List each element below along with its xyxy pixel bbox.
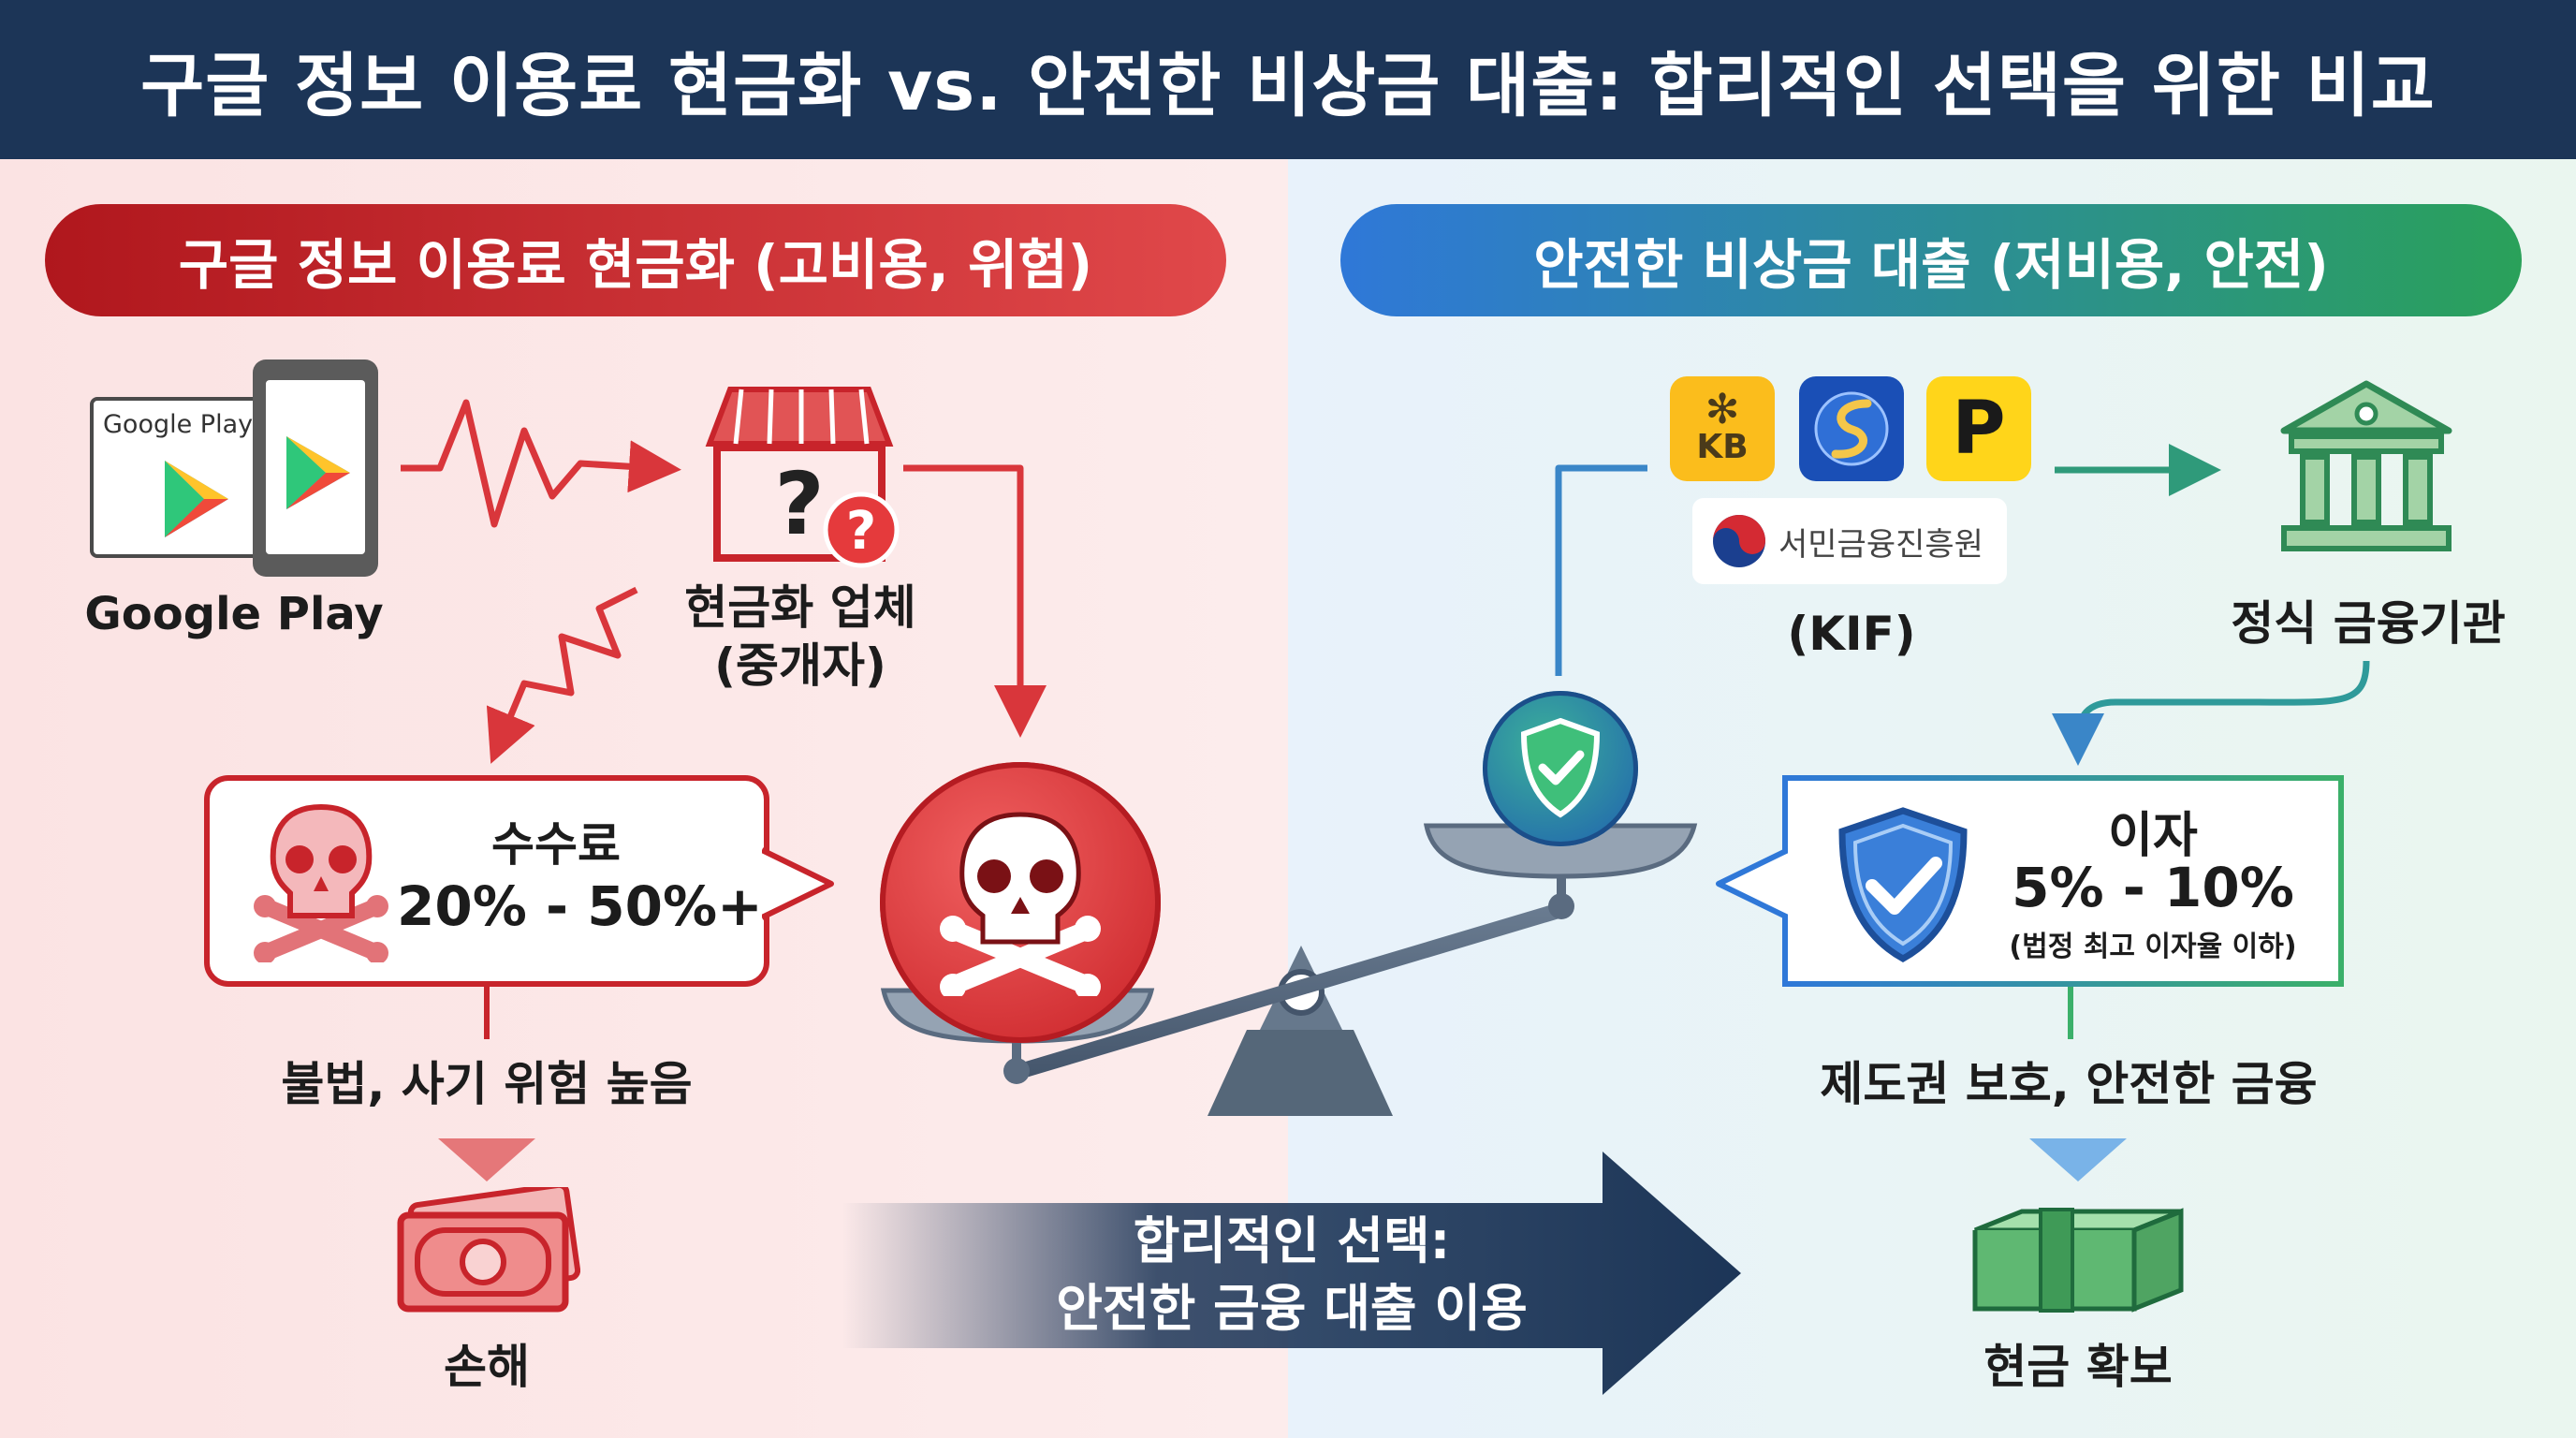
- shield-check-icon: [1520, 717, 1601, 818]
- google-play-icon: [165, 461, 228, 537]
- broker-label-line2: (중개자): [714, 638, 886, 693]
- interest-value: 5% - 10%: [2012, 856, 2294, 919]
- skull-icon: [254, 803, 388, 962]
- danger-skull-ball: [880, 762, 1161, 1043]
- p-logo-icon: P: [1926, 376, 2031, 481]
- shinhan-logo-icon: [1799, 376, 1904, 481]
- svg-text:?: ?: [846, 501, 876, 562]
- protection-text: 제도권 보호, 안전한 금융: [1820, 1057, 2318, 1111]
- google-play-card-text: Google Play: [103, 410, 254, 439]
- bank-to-interest-arrow: [2052, 660, 2370, 766]
- broker-label: 현금화 업체 (중개자): [655, 579, 945, 695]
- p-logo-text: P: [1952, 387, 2006, 471]
- broker-to-skull-arrow: [903, 464, 1046, 738]
- google-play-label: Google Play: [84, 588, 384, 640]
- right-section-heading: 안전한 비상금 대출 (저비용, 안전): [1340, 204, 2522, 316]
- choice-banner-arrow: [842, 1152, 1741, 1395]
- cash-text: 현금 확보: [1983, 1340, 2173, 1394]
- kb-logo-text: KB: [1696, 428, 1749, 466]
- choice-banner-line1: 합리적인 선택:: [1133, 1211, 1451, 1270]
- page-title: 구글 정보 이용료 현금화 vs. 안전한 비상금 대출: 합리적인 선택을 위…: [140, 45, 2436, 126]
- zigzag-arrow-to-broker: [401, 399, 681, 528]
- interest-title: 이자: [2108, 808, 2198, 864]
- loss-chevron: [438, 1138, 535, 1181]
- interest-callout-pointer: [1716, 847, 1788, 920]
- cash-chevron: [2029, 1138, 2127, 1181]
- fee-callout-box: 수수료 20% - 50%+: [204, 775, 769, 987]
- taegeuk-icon: [1713, 515, 1765, 567]
- zigzag-arrow-to-fee: [486, 586, 638, 764]
- loss-text: 손해: [444, 1340, 530, 1394]
- choice-banner: 합리적인 선택: 안전한 금융 대출 이용: [936, 1208, 1647, 1343]
- phone-icon: [253, 360, 378, 577]
- broker-label-line1: 현금화 업체: [684, 580, 916, 635]
- fee-value: 20% - 50%+: [397, 874, 763, 938]
- fee-title: 수수료: [491, 817, 621, 872]
- kif-logo-icon: 서민금융진흥원: [1692, 498, 2007, 584]
- risk-text: 불법, 사기 위험 높음: [281, 1057, 693, 1111]
- fee-callout-pointer: [762, 847, 834, 920]
- shield-check-icon: [1838, 807, 1968, 963]
- cash-icon: [397, 1187, 580, 1313]
- money-stack-icon: [1972, 1208, 2184, 1313]
- institution-label: 정식 금융기관: [2231, 596, 2506, 651]
- safety-shield-ball: [1483, 691, 1638, 846]
- interest-note: (법정 최고 이자율 이하): [2009, 931, 2297, 963]
- store-question-icon: ? ?: [705, 387, 900, 568]
- left-section-heading: 구글 정보 이용료 현금화 (고비용, 위험): [45, 204, 1226, 316]
- svg-text:?: ?: [774, 454, 824, 554]
- skull-icon: [940, 812, 1101, 996]
- kb-logo-icon: ✻ KB: [1670, 376, 1775, 481]
- interest-callout-box: 이자 5% - 10% (법정 최고 이자율 이하): [1782, 775, 2344, 987]
- google-play-icon: [286, 436, 350, 509]
- kif-label: (KIF): [1787, 607, 1916, 661]
- title-bar: 구글 정보 이용료 현금화 vs. 안전한 비상금 대출: 합리적인 선택을 위…: [0, 0, 2576, 159]
- kif-logo-text: 서민금융진흥원: [1778, 525, 1983, 564]
- bank-building-icon: [2280, 380, 2452, 551]
- choice-banner-line2: 안전한 금융 대출 이용: [1056, 1279, 1528, 1338]
